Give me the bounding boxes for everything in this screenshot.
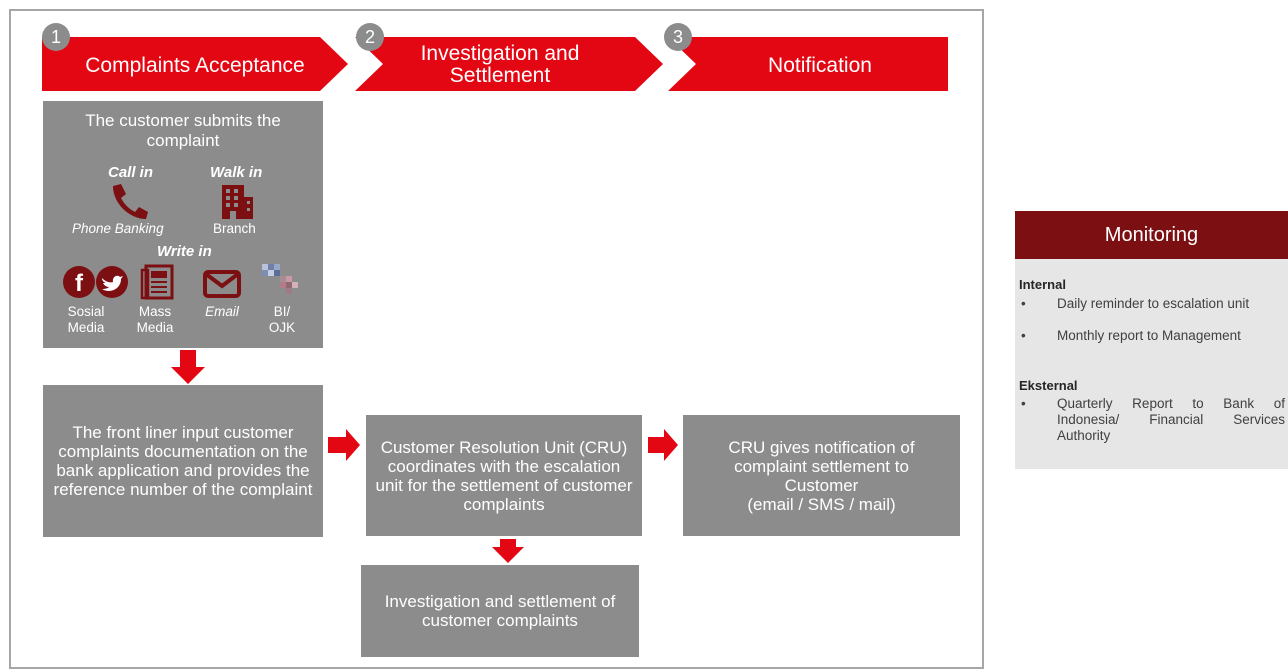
internal-item-1: Daily reminder to escalation unit [1029,296,1285,312]
internal-item-2: Monthly report to Management [1057,328,1283,344]
internal-item-2-text: Monthly report to Management [1057,328,1241,343]
chevron-step-1 [42,37,348,91]
investigation-box: Investigation and settlement of customer… [361,565,639,657]
facebook-twitter-icon: f [63,266,128,298]
cru-coordination-box: Customer Resolution Unit (CRU) coordinat… [366,415,642,536]
phone-banking-label: Phone Banking [72,221,164,236]
arrow-down-2 [492,539,524,563]
email-label: Email [205,304,239,319]
arrow-down-1 [171,350,205,384]
walk-in-label: Walk in [210,164,263,181]
submit-complaint-box [43,101,323,348]
regulator-logo-icon [262,264,298,294]
sosial-media-label: Sosial Media [67,304,105,335]
phone-icon [113,184,148,219]
arrow-right-1 [328,429,360,461]
newspaper-icon [140,264,174,300]
chevron-step-2 [355,37,663,91]
chevron-step-3 [668,37,948,91]
notification-text: CRU gives notification of complaint sett… [728,437,915,495]
step-1-number: 1 [42,23,70,51]
notification-box: CRU gives notification of complaint sett… [683,415,960,536]
call-in-label: Call in [108,164,154,181]
monitoring-title: Monitoring [1015,211,1288,259]
branch-label: Branch [213,221,256,236]
step-3-number: 3 [664,23,692,51]
flow-arrows [171,350,678,563]
bi-ojk-label: BI/ OJK [268,304,296,335]
submit-title: The customer submits the complaint [85,111,281,150]
write-in-label: Write in [157,243,212,260]
step-2-number: 2 [356,23,384,51]
step-chevrons [42,37,948,91]
building-icon [222,185,253,219]
envelope-icon [203,270,241,298]
external-item-1-text: Quarterly Report to Bank of Indonesia/ F… [1057,396,1285,443]
external-bullet-1: • [1021,396,1026,411]
svg-text:f: f [75,270,84,297]
front-liner-box: The front liner input customer complaint… [43,385,323,537]
internal-item-1-text: Daily reminder to escalation unit [1057,296,1250,311]
mass-media-label: Mass Media [136,304,174,335]
internal-bullet-1: • [1021,296,1026,311]
internal-title: Internal [1019,277,1066,292]
notification-channels: (email / SMS / mail) [747,494,896,514]
step-3-label: Notification [768,54,872,77]
step-2-label: Investigation and Settlement [420,42,580,87]
internal-bullet-2: • [1021,328,1026,343]
external-title: Eksternal [1019,378,1078,393]
external-item-1: Quarterly Report to Bank of Indonesia/ F… [1057,396,1285,444]
arrow-right-2 [648,429,678,461]
step-1-label: Complaints Acceptance [85,54,305,77]
